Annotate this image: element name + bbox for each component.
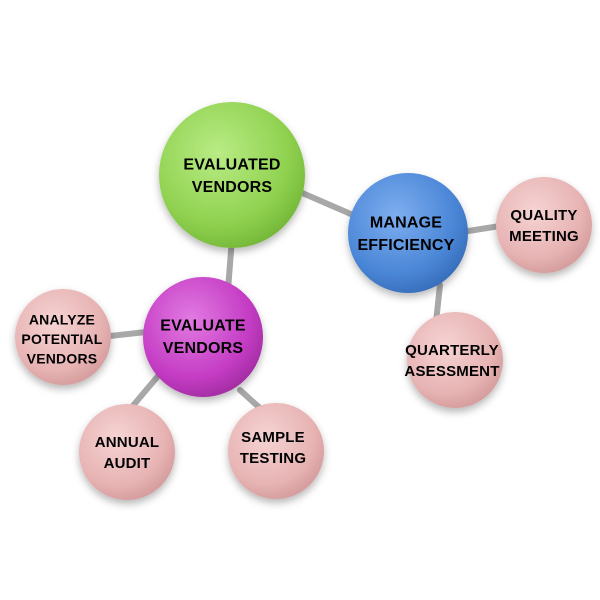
node-evaluate-vendors: EVALUATE VENDORS xyxy=(143,277,263,397)
node-quarterly-assessment-circle xyxy=(407,312,503,408)
node-quarterly-assessment-label: QUARTERLY ASESSMENT xyxy=(404,342,499,380)
node-quarterly-assessment: QUARTERLY ASESSMENT xyxy=(404,312,503,408)
node-evaluated-vendors-label: EVALUATED VENDORS xyxy=(183,157,280,196)
connector-manage-quality xyxy=(459,223,503,235)
node-analyze-potential-vendors-circle xyxy=(15,289,111,385)
evaluated-vendors-label-line: VENDORS xyxy=(192,179,273,196)
evaluate-vendors-label-line: EVALUATE xyxy=(160,318,246,335)
annual-audit-label-line: AUDIT xyxy=(104,455,151,472)
node-manage-efficiency-circle xyxy=(348,173,468,293)
node-evaluate-vendors-label: EVALUATE VENDORS xyxy=(160,318,246,357)
node-annual-audit: ANNUAL AUDIT xyxy=(79,404,175,500)
node-sample-testing: SAMPLE TESTING xyxy=(228,403,324,499)
quality-meeting-label-line: QUALITY xyxy=(510,207,577,224)
analyze-potential-vendors-label-line: VENDORS xyxy=(27,351,98,367)
analyze-potential-vendors-label-line: POTENTIAL xyxy=(21,331,102,347)
node-sample-testing-label: SAMPLE TESTING xyxy=(240,429,306,467)
evaluate-vendors-label-line: VENDORS xyxy=(163,340,244,357)
node-evaluated-vendors: EVALUATED VENDORS xyxy=(159,102,305,248)
sample-testing-label-line: TESTING xyxy=(240,450,306,467)
quarterly-assessment-label-line: ASESSMENT xyxy=(404,363,499,380)
sample-testing-label-line: SAMPLE xyxy=(241,429,305,446)
manage-efficiency-label-line: EFFICIENCY xyxy=(357,237,454,254)
manage-efficiency-label-line: MANAGE xyxy=(370,215,442,232)
node-sample-testing-circle xyxy=(228,403,324,499)
node-analyze-potential-vendors: ANALYZE POTENTIAL VENDORS xyxy=(15,289,111,385)
node-quality-meeting-label: QUALITY MEETING xyxy=(509,207,579,245)
node-evaluate-vendors-circle xyxy=(143,277,263,397)
evaluated-vendors-label-line: EVALUATED xyxy=(183,157,280,174)
node-annual-audit-label: ANNUAL AUDIT xyxy=(95,434,160,472)
node-analyze-potential-vendors-label: ANALYZE POTENTIAL VENDORS xyxy=(21,311,102,366)
analyze-potential-vendors-label-line: ANALYZE xyxy=(29,311,95,327)
node-annual-audit-circle xyxy=(79,404,175,500)
connector-evaluate-analyze xyxy=(107,329,149,339)
node-manage-efficiency-label: MANAGE EFFICIENCY xyxy=(357,215,454,254)
node-manage-efficiency: MANAGE EFFICIENCY xyxy=(348,173,468,293)
quality-meeting-label-line: MEETING xyxy=(509,228,579,245)
node-evaluated-vendors-circle xyxy=(159,102,305,248)
connector-evaluated-manage xyxy=(297,189,363,221)
annual-audit-label-line: ANNUAL xyxy=(95,434,160,451)
quarterly-assessment-label-line: QUARTERLY xyxy=(405,342,499,359)
node-quality-meeting-circle xyxy=(496,177,592,273)
node-quality-meeting: QUALITY MEETING xyxy=(496,177,592,273)
